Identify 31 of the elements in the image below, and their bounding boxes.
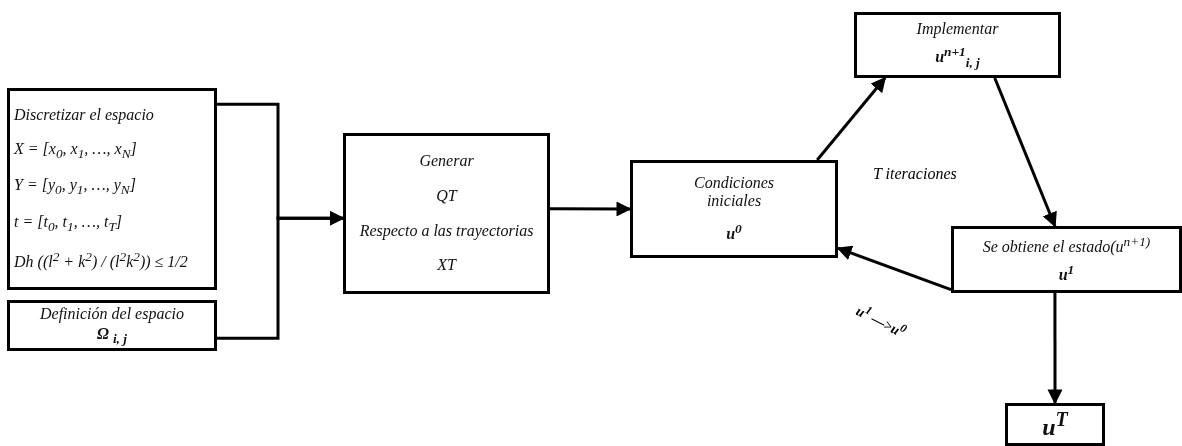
arrow: [816, 76, 887, 161]
box-title: Definición del espacio: [40, 304, 184, 324]
process-box: [1005, 403, 1105, 446]
box-text: Dh ((l$^{2}$ + k$^{2}$) / (l$^{2}$k$^{2}$)) ≤ 1/2: [14, 249, 188, 272]
process-box: [630, 160, 838, 258]
box-text: Y = [y$_{0}$, y$_{1}$, …, y$_{N}$]: [14, 176, 136, 198]
arrow: [217, 210, 345, 340]
arrow: [993, 77, 1057, 228]
box-title: Condiciones iniciales: [693, 173, 775, 211]
box-title: Generar: [419, 152, 474, 171]
arrow: [1047, 293, 1063, 405]
process-box: [854, 12, 1061, 78]
box-text: Ω $_{i, j}$: [97, 324, 127, 347]
box-text: u$^{0}$: [726, 221, 742, 245]
box-text: Respecto a las trayectorias: [359, 221, 534, 240]
box-text: t = [t$_{0}$, t$_{1}$, …, t$_{T}$]: [14, 212, 123, 235]
process-box: [343, 133, 550, 294]
box-title: u$^{T}$: [1042, 407, 1068, 442]
arrow: [836, 245, 952, 292]
process-box: [7, 300, 217, 351]
box-title: Implementar: [916, 20, 999, 39]
box-text: QT: [436, 186, 457, 206]
process-box: [7, 88, 217, 290]
note-text: T iteraciones: [873, 165, 957, 183]
process-box: [951, 226, 1182, 293]
box-text: u$^{1}$: [1058, 262, 1075, 285]
arrow: [550, 201, 632, 217]
box-text: XT: [437, 256, 456, 275]
box-text: X = [x$_{0}$, x$_{1}$, …, x$_{N}$]: [14, 139, 137, 161]
box-title: Se obtiene el estado(u$^{n+1)}$: [982, 234, 1151, 257]
box-title: Discretizar el espacio: [14, 106, 154, 125]
